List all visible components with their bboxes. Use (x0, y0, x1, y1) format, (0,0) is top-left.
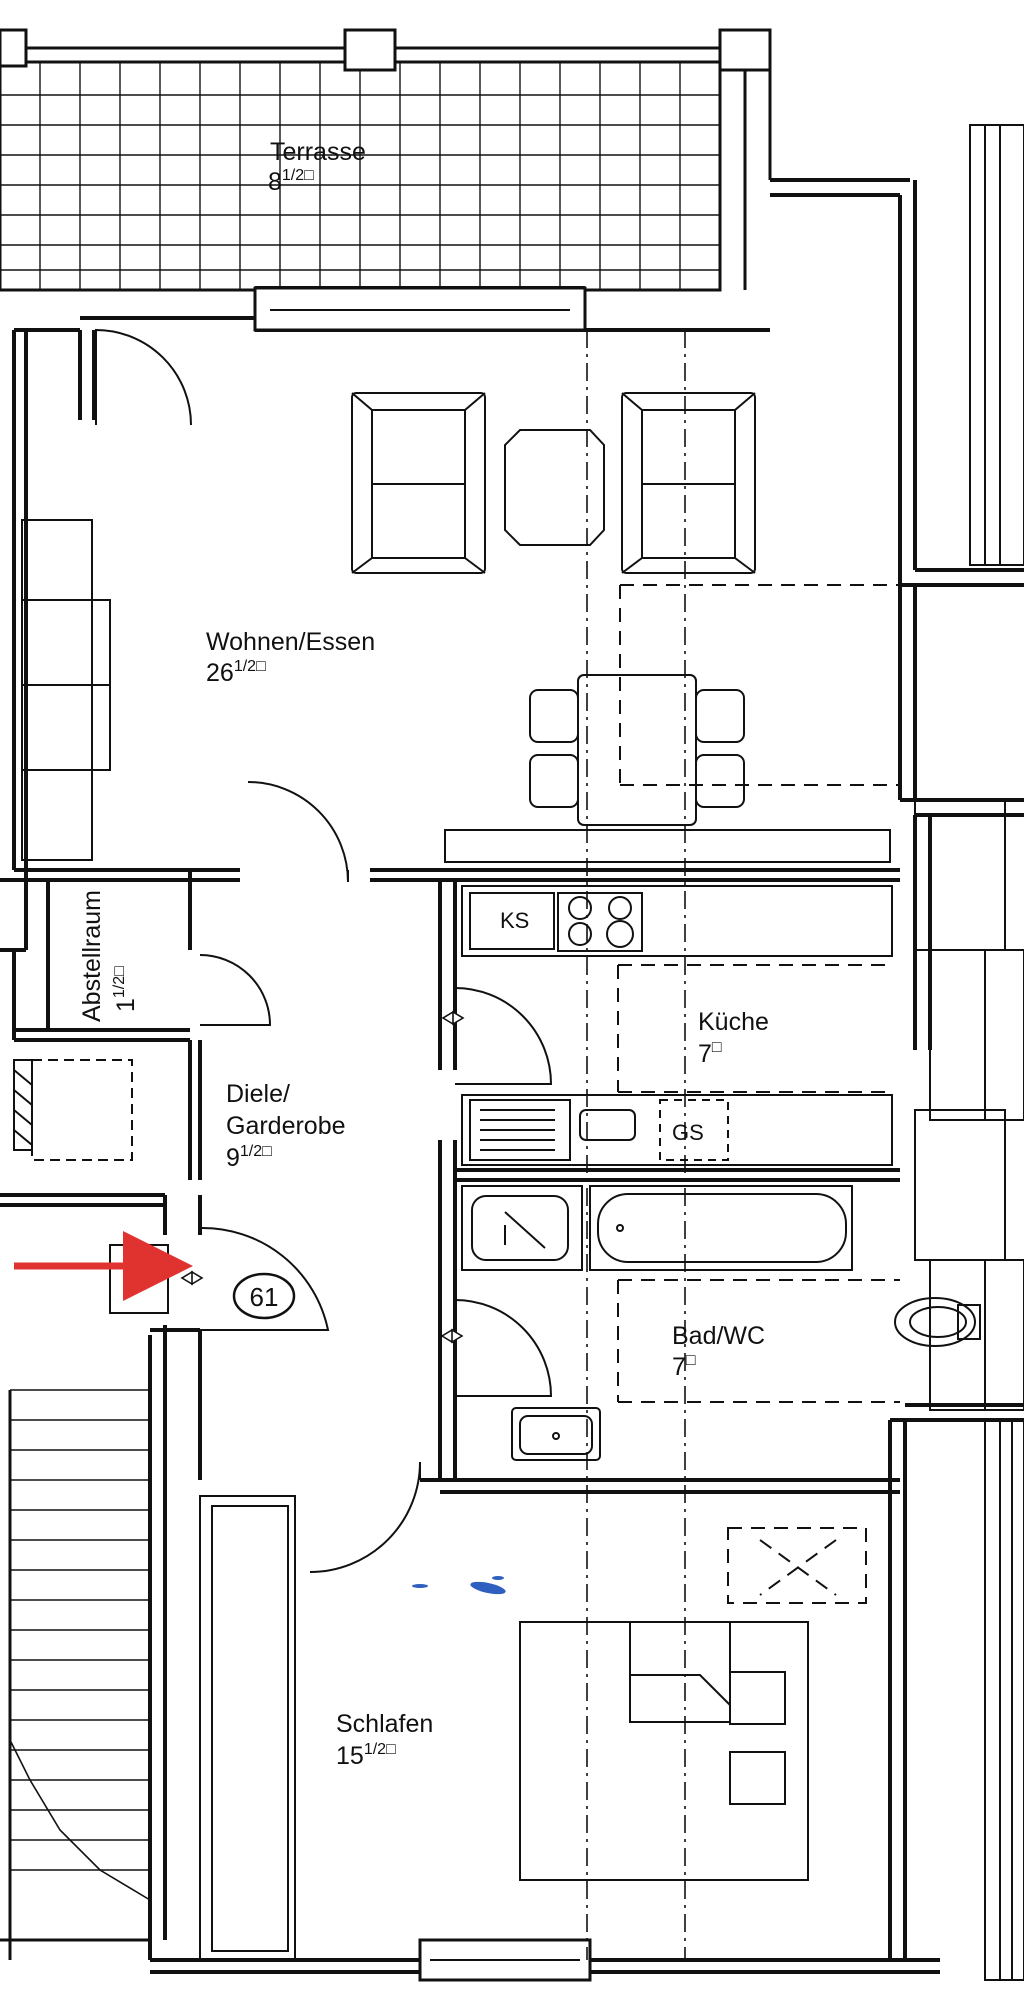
label-schlafen: Schlafen 151/2□ (336, 1710, 433, 1770)
abstellraum-area: 11/2□ (111, 966, 140, 1012)
terrasse-area: 81/2□ (268, 167, 314, 196)
schlafen-area: 151/2□ (336, 1741, 396, 1770)
bad-name: Bad/WC (672, 1322, 765, 1350)
abstellraum-name: Abstellraum (78, 890, 106, 1022)
wohnen-area: 261/2□ (206, 658, 266, 687)
neighbour-strips (914, 124, 1024, 1981)
door-swings (95, 328, 553, 1573)
door-lock-icons (180, 1010, 465, 1344)
diele-name-line1: Diele/ (226, 1080, 290, 1108)
kueche-area: 7□ (698, 1039, 722, 1068)
dashed-projection (617, 584, 900, 1604)
fridge-label: KS (500, 908, 529, 933)
bad-area: 7□ (672, 1352, 696, 1381)
label-bad: Bad/WC 7□ (672, 1322, 765, 1381)
storage-fixtures (13, 1059, 169, 1314)
wohnen-name: Wohnen/Essen (206, 628, 375, 656)
interior-walls (26, 868, 900, 1494)
label-wohnen: Wohnen/Essen 261/2□ (206, 628, 375, 687)
dishwasher-label: GS (672, 1120, 704, 1145)
kitchen-fixtures (461, 885, 893, 1166)
apartment-number: 61 (250, 1282, 279, 1312)
bedroom-furniture (199, 1495, 809, 1962)
staircase (0, 1389, 151, 1960)
label-kueche: Küche 7□ (698, 1008, 769, 1068)
label-terrasse: Terrasse 81/2□ (268, 138, 366, 196)
living-furniture (21, 392, 891, 863)
diele-area: 91/2□ (226, 1143, 272, 1172)
label-abstellraum: Abstellraum 11/2□ (78, 890, 140, 1022)
ink-marks (412, 1576, 506, 1595)
terrasse-name: Terrasse (270, 138, 366, 166)
outer-walls (0, 140, 1024, 1982)
schlafen-name: Schlafen (336, 1710, 433, 1738)
bath-fixtures (461, 1185, 981, 1461)
kueche-name: Küche (698, 1008, 769, 1036)
diele-name-line2: Garderobe (226, 1112, 346, 1140)
centerlines (586, 330, 686, 1960)
label-diele: Diele/ Garderobe 91/2□ (226, 1080, 346, 1172)
terrace (0, 28, 772, 292)
apartment-number-badge: 61 (232, 1272, 296, 1320)
